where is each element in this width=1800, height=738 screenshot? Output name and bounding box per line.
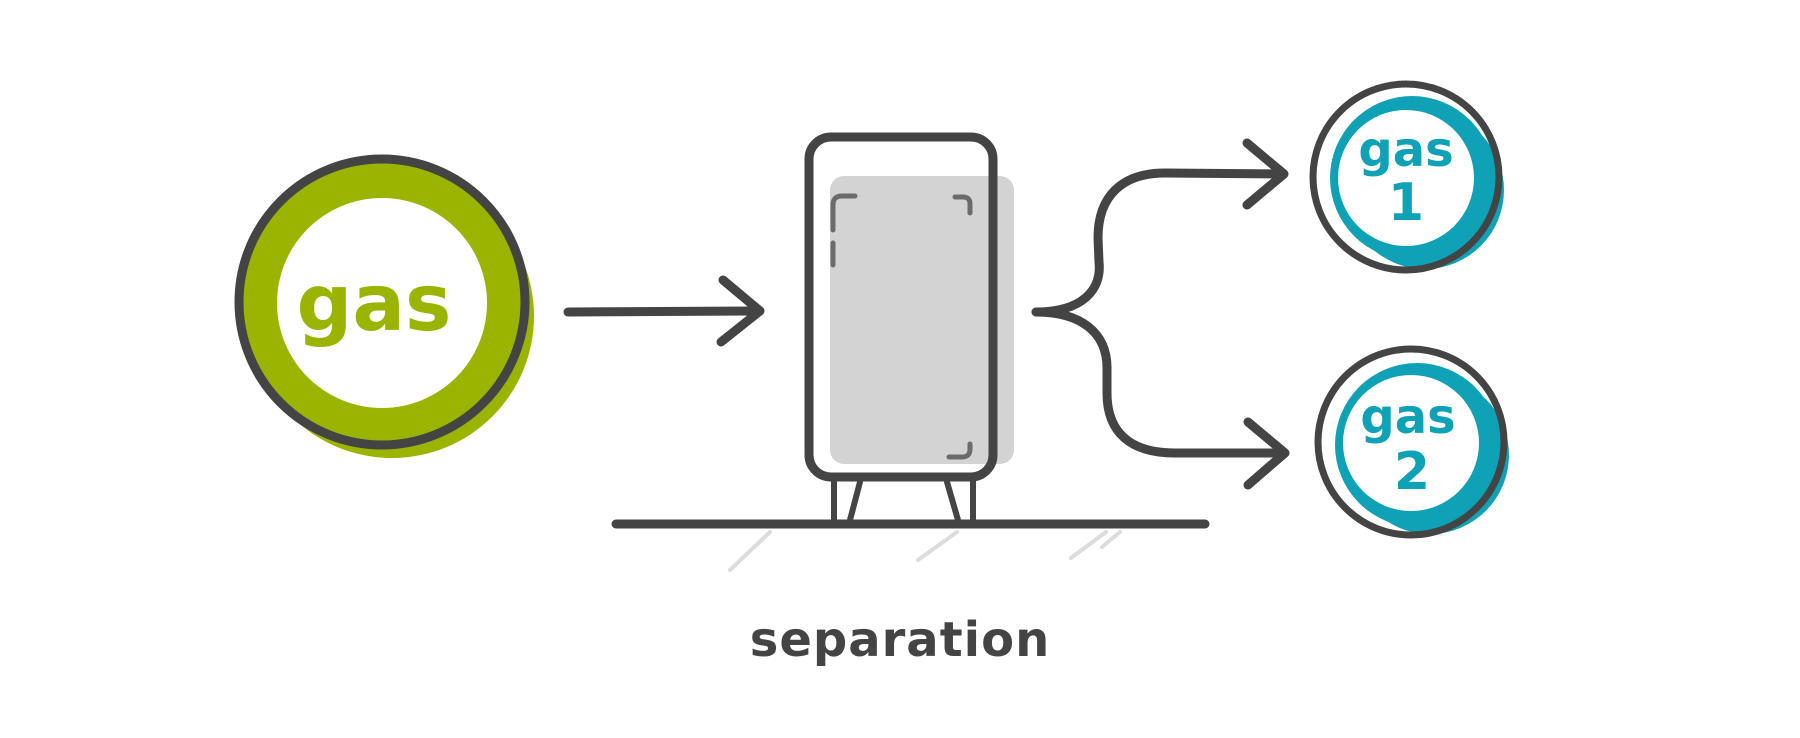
gas-2-bubble-outline: [1314, 345, 1508, 539]
lower-arrow-head: [1243, 417, 1290, 490]
input-bubble-highlight: [277, 198, 487, 408]
input-gas-label: gas: [297, 259, 452, 349]
input-arrow-head: [716, 275, 765, 347]
split-bracket-arrows-icon: [1031, 138, 1290, 490]
gas-2-bubble-highlight: [1343, 375, 1479, 511]
ground-hatch-marks: [728, 530, 1122, 572]
separator-tank-icon: [611, 132, 1210, 572]
gas-1-bubble-outline: [1309, 80, 1503, 274]
gas-1-bubble-highlight: [1338, 110, 1474, 246]
input-bubble-outline: [234, 154, 530, 450]
output-gas-2-bubble: gas 2: [1314, 345, 1509, 539]
upper-arrow-head: [1242, 138, 1289, 210]
split-upper-branch: [1031, 168, 1287, 317]
tank-gray-fill: [830, 176, 1014, 464]
process-caption: separation: [749, 612, 1051, 668]
right-arrow-icon: [563, 275, 765, 347]
tank-legs: [831, 477, 976, 523]
tank-inner-corner-marks: [830, 193, 973, 460]
gas-2-label-top: gas: [1360, 389, 1455, 445]
input-gas-bubble: gas: [234, 154, 534, 458]
split-lower-branch: [1031, 307, 1285, 458]
input-arrow-shaft: [563, 306, 757, 317]
gas-1-label-number: 1: [1388, 173, 1424, 233]
tank-outline: [804, 132, 998, 482]
output-gas-1-bubble: gas 1: [1309, 80, 1504, 274]
gas-1-label-top: gas: [1358, 122, 1453, 178]
gas-2-label-number: 2: [1394, 442, 1430, 502]
